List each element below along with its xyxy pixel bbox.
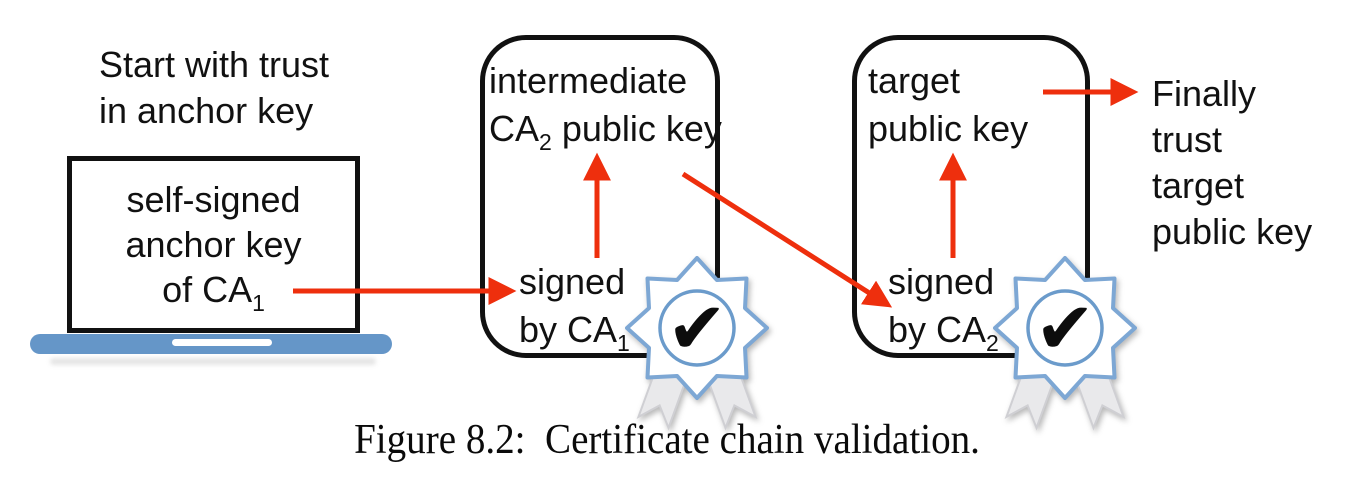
by-ca2-line: by CA2 [888,309,999,356]
finally-trust-label: Finally trust target public key [1152,73,1313,252]
signed-by-ca1-label: signed by CA1 [519,258,630,367]
anchor-key-label: self-signed anchor key of CA1 [67,177,360,326]
ca2-subscript: 2 [539,129,552,155]
laptop-screen-icon [67,156,360,333]
anchor-key-line3: of CA1 [162,269,265,316]
signed-by-ca2-label: signed by CA2 [888,258,999,367]
target-title-line2: public key [868,108,1029,149]
ca2-subscript: 2 [986,330,999,356]
ca1-subscript: 1 [617,330,630,356]
signed-word: signed [519,261,626,302]
seal-badge-icon: ✔ [612,248,782,443]
target-cert-title: target public key [868,57,1028,153]
intermediate-cert-title: intermediate CA2 public key [489,57,722,166]
target-title-line1: target [868,60,961,101]
laptop-shadow [50,358,376,365]
intermediate-title-line1: intermediate [489,60,688,101]
start-with-trust-label: Start with trust in anchor key [99,44,330,131]
intermediate-title-line2: CA2 public key [489,108,722,155]
ca1-subscript: 1 [252,290,265,316]
laptop-trackpad-notch-icon [172,339,272,346]
signed-word: signed [888,261,995,302]
by-ca1-line: by CA1 [519,309,630,356]
anchor-key-line1: self-signed [126,179,301,220]
figure-caption: Figure 8.2: Certificate chain validation… [354,417,980,463]
seal-badge-icon [980,248,1150,443]
anchor-key-line2: anchor key [125,224,302,265]
